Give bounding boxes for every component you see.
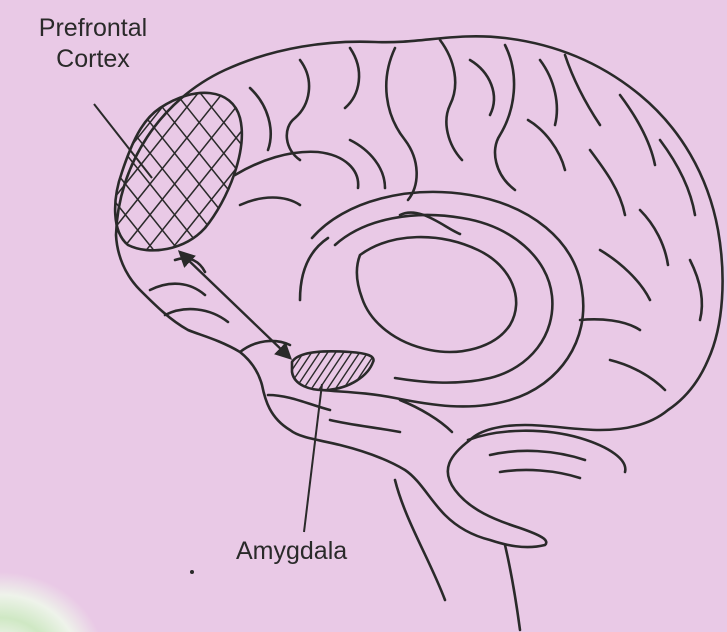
speck [190,570,194,574]
prefrontal-label-line1: Prefrontal [18,13,168,44]
prefrontal-label-line2: Cortex [18,44,168,75]
amygdala-label: Amygdala [236,536,347,567]
prefrontal-cortex-label: Prefrontal Cortex [18,13,168,76]
